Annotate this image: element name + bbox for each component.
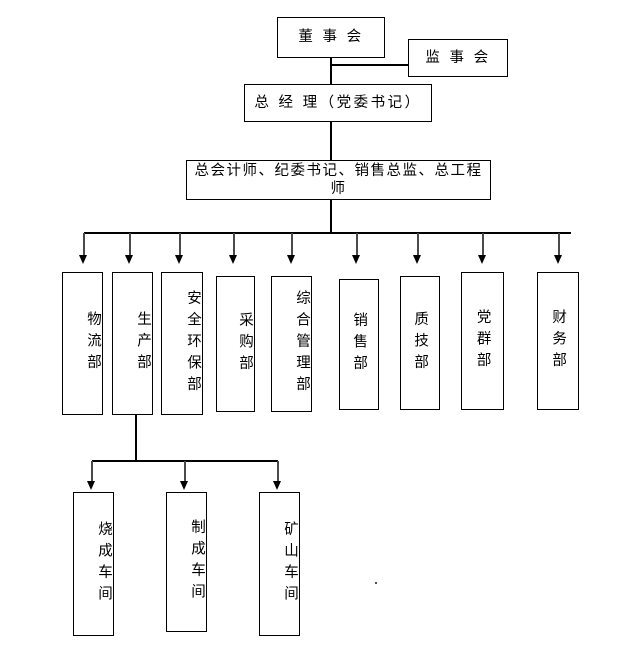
connector-stem-dept-2	[129, 233, 131, 257]
connector-stem-dept-7	[417, 233, 419, 257]
scan-speck	[375, 582, 377, 584]
node-general-manager: 总 经 理（党委书记）	[244, 84, 432, 122]
node-board-of-directors: 董 事 会	[277, 17, 385, 58]
arrow-dept-4	[229, 255, 237, 264]
node-department-logistics: 物流部	[62, 272, 103, 415]
connector-board-stem-upper	[330, 58, 332, 88]
node-department-purchasing: 采购部	[216, 276, 255, 412]
arrow-dept-7	[413, 255, 421, 264]
connector-stem-dept-6	[356, 233, 358, 257]
node-department-production: 生产部	[112, 272, 153, 415]
connector-gm-to-executives	[330, 122, 332, 160]
node-department-safety-environment: 安全环保部	[161, 272, 203, 415]
connector-stem-dept-9	[558, 233, 560, 257]
node-department-quality-technology: 质技部	[400, 276, 440, 410]
connector-stem-dept-8	[482, 233, 484, 257]
node-department-sales: 销售部	[339, 279, 379, 410]
connector-stem-workshop-2	[184, 461, 186, 483]
connector-stem-dept-1	[83, 233, 85, 257]
connector-stem-dept-3	[179, 233, 181, 257]
arrow-dept-1	[79, 255, 87, 264]
connector-stem-dept-4	[233, 233, 235, 257]
connector-executives-to-bus	[330, 200, 332, 233]
arrow-workshop-1	[87, 481, 95, 490]
connector-production-to-workshop-bus	[135, 415, 137, 461]
connector-stem-workshop-1	[91, 461, 93, 483]
node-board-of-supervisors: 监 事 会	[408, 39, 508, 77]
node-department-general-management: 综合管理部	[271, 276, 312, 412]
node-workshop-firing: 烧成车间	[73, 492, 114, 636]
arrow-dept-6	[352, 255, 360, 264]
arrow-dept-3	[175, 255, 183, 264]
arrow-dept-8	[478, 255, 486, 264]
arrow-workshop-2	[180, 481, 188, 490]
arrow-dept-2	[125, 255, 133, 264]
workshop-bus	[92, 460, 278, 462]
connector-stem-workshop-3	[277, 461, 279, 483]
node-executives: 总会计师、纪委书记、销售总监、总工程师	[186, 160, 491, 200]
connector-stem-dept-5	[291, 233, 293, 257]
node-department-party-mass-work: 党群部	[461, 272, 504, 410]
arrow-dept-5	[287, 255, 295, 264]
node-workshop-mine: 矿山车间	[259, 492, 300, 636]
department-bus	[84, 232, 571, 234]
node-department-finance: 财务部	[537, 272, 579, 410]
arrow-workshop-3	[273, 481, 281, 490]
node-workshop-manufacturing: 制成车间	[166, 492, 207, 632]
connector-board-to-supervisors	[330, 64, 409, 66]
arrow-dept-9	[554, 255, 562, 264]
